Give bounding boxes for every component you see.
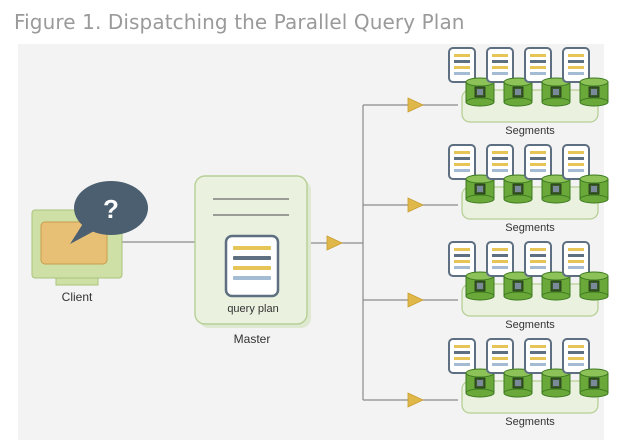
segment-group: Segments (448, 338, 609, 428)
segment-doc-icon (486, 144, 514, 180)
figure-title: Figure 1. Dispatching the Parallel Query… (14, 10, 465, 34)
segment (524, 338, 571, 398)
segment (486, 241, 533, 301)
segment-doc-icon (448, 241, 476, 277)
segment-doc-icon (486, 47, 514, 83)
database-icon (503, 77, 533, 107)
database-icon (579, 271, 609, 301)
segment-doc-icon (562, 47, 590, 83)
question-mark: ? (103, 194, 119, 224)
arrows (326, 97, 424, 408)
segment-doc-icon (448, 338, 476, 374)
database-icon (541, 174, 571, 204)
branch-arrow-4 (407, 392, 424, 408)
segment (524, 47, 571, 107)
database-icon (465, 271, 495, 301)
database-icon (541, 271, 571, 301)
database-icon (579, 174, 609, 204)
database-icon (541, 368, 571, 398)
segment-doc-icon (562, 338, 590, 374)
segment (524, 144, 571, 204)
segment (562, 241, 609, 301)
segment (562, 47, 609, 107)
segment-doc-icon (524, 47, 552, 83)
segments-label: Segments (505, 416, 555, 428)
segment-group: Segments (448, 144, 609, 234)
segment (562, 144, 609, 204)
branch-arrow-3 (407, 292, 424, 308)
master-label: Master (234, 332, 271, 346)
segment-group: Segments (448, 47, 609, 137)
segment (486, 144, 533, 204)
segments-label: Segments (505, 125, 555, 137)
segment-doc-icon (486, 338, 514, 374)
client-node: ? Client (31, 181, 148, 304)
segment (524, 241, 571, 301)
segments-label: Segments (505, 319, 555, 331)
query-plan-doc-icon (224, 234, 280, 298)
database-icon (579, 368, 609, 398)
segments-label: Segments (505, 222, 555, 234)
segment (562, 338, 609, 398)
branch-arrow-2 (407, 197, 424, 213)
segment-doc-icon (448, 47, 476, 83)
segment-doc-icon (524, 338, 552, 374)
segment-doc-icon (448, 144, 476, 180)
query-plan-label: query plan (227, 303, 278, 315)
client-stand (55, 277, 99, 286)
database-icon (465, 174, 495, 204)
segment-doc-icon (562, 241, 590, 277)
segment-doc-icon (524, 241, 552, 277)
segment-group: Segments (448, 241, 609, 331)
master-out-arrow (326, 235, 343, 251)
branch-arrow-1 (407, 97, 424, 113)
segment-doc-icon (486, 241, 514, 277)
database-icon (503, 368, 533, 398)
segment-doc-icon (524, 144, 552, 180)
segment (448, 144, 495, 204)
database-icon (579, 77, 609, 107)
segment (448, 241, 495, 301)
segment-doc-icon (562, 144, 590, 180)
segment (486, 338, 533, 398)
client-label: Client (62, 290, 93, 304)
segment (486, 47, 533, 107)
master-node: query plan Master (194, 175, 311, 346)
speech-bubble: ? (70, 181, 148, 244)
